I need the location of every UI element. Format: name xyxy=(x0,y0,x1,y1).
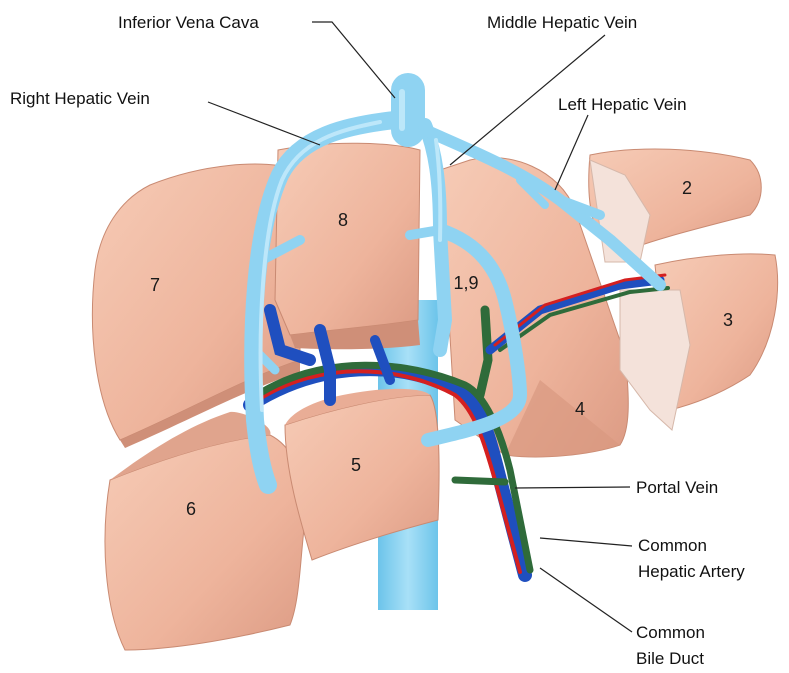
segment-label-2: 2 xyxy=(682,178,692,198)
label-common-bile-duct-2: Bile Duct xyxy=(636,649,704,668)
label-common-hepatic-artery-1: Common xyxy=(638,536,707,555)
segment-label-8: 8 xyxy=(338,210,348,230)
label-common-hepatic-artery-2: Hepatic Artery xyxy=(638,562,745,581)
segment-3-ligament xyxy=(620,290,690,430)
segment-label-3: 3 xyxy=(723,310,733,330)
segment-label-4: 4 xyxy=(575,399,585,419)
segment-label-7: 7 xyxy=(150,275,160,295)
segment-label-6: 6 xyxy=(186,499,196,519)
segment-label-1-9: 1,9 xyxy=(453,273,478,293)
label-common-bile-duct-1: Common xyxy=(636,623,705,642)
label-right-hepatic-vein: Right Hepatic Vein xyxy=(10,89,150,108)
label-left-hepatic-vein: Left Hepatic Vein xyxy=(558,95,687,114)
segment-label-5: 5 xyxy=(351,455,361,475)
label-middle-hepatic-vein: Middle Hepatic Vein xyxy=(487,13,637,32)
label-portal-vein: Portal Vein xyxy=(636,478,718,497)
label-inferior-vena-cava: Inferior Vena Cava xyxy=(118,13,259,32)
